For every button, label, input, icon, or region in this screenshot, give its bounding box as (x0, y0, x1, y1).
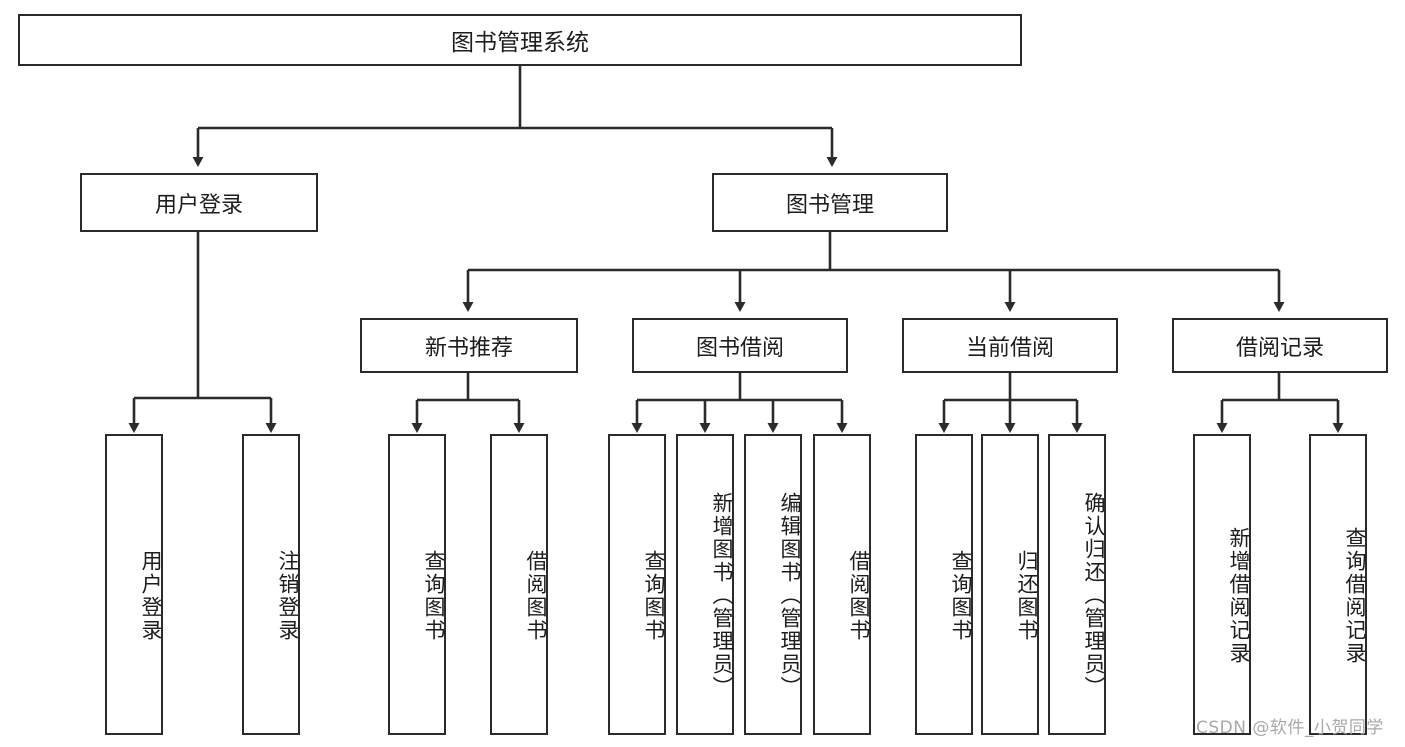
node-label: 注销登录 (276, 549, 300, 642)
leaf-borrow-edit-book-admin[interactable]: 编辑图书（管理员） (744, 434, 802, 735)
node-label: 图书借阅 (695, 335, 784, 361)
node-current-borrow[interactable]: 当前借阅 (902, 318, 1118, 373)
node-book-management[interactable]: 图书管理 (712, 173, 948, 232)
node-root-system[interactable]: 图书管理系统 (18, 14, 1022, 66)
leaf-borrow-add-book-admin[interactable]: 新增图书（管理员） (676, 434, 734, 735)
node-label: 新书推荐 (424, 335, 513, 361)
node-label: 确认归还（管理员） (1082, 492, 1106, 699)
leaf-current-confirm-return-admin[interactable]: 确认归还（管理员） (1048, 434, 1106, 735)
node-new-book-recommend[interactable]: 新书推荐 (360, 318, 578, 373)
node-label: 用户登录 (154, 192, 243, 218)
node-label: 归还图书 (1015, 549, 1039, 642)
node-label: 借阅图书 (847, 549, 871, 642)
node-label: 新增图书（管理员） (710, 492, 734, 699)
leaf-record-query[interactable]: 查询借阅记录 (1309, 434, 1367, 735)
leaf-user-login-signout[interactable]: 注销登录 (242, 434, 300, 735)
node-label: 当前借阅 (965, 335, 1054, 361)
csdn-watermark: CSDN @软件_小贺同学 (1196, 718, 1384, 738)
node-label: 新增借阅记录 (1227, 526, 1251, 665)
node-borrow-record[interactable]: 借阅记录 (1172, 318, 1388, 373)
node-label: 查询图书 (949, 549, 973, 642)
node-user-login[interactable]: 用户登录 (80, 173, 318, 232)
leaf-borrow-borrow-book[interactable]: 借阅图书 (813, 434, 871, 735)
node-label: 编辑图书（管理员） (778, 492, 802, 699)
leaf-new-book-borrow[interactable]: 借阅图书 (490, 434, 548, 735)
leaf-user-login-signin[interactable]: 用户登录 (105, 434, 163, 735)
leaf-new-book-query[interactable]: 查询图书 (388, 434, 446, 735)
leaf-borrow-query-book[interactable]: 查询图书 (608, 434, 666, 735)
node-label: 借阅记录 (1235, 335, 1324, 361)
leaf-current-query-book[interactable]: 查询图书 (915, 434, 973, 735)
leaf-current-return-book[interactable]: 归还图书 (981, 434, 1039, 735)
leaf-record-add[interactable]: 新增借阅记录 (1193, 434, 1251, 735)
node-label: 借阅图书 (524, 549, 548, 642)
node-book-borrow[interactable]: 图书借阅 (632, 318, 848, 373)
node-label: 查询借阅记录 (1343, 526, 1367, 665)
node-label: 图书管理系统 (451, 30, 589, 56)
node-label: 用户登录 (139, 549, 163, 642)
node-label: 图书管理 (785, 192, 874, 218)
node-label: 查询图书 (422, 549, 446, 642)
node-label: 查询图书 (642, 549, 666, 642)
